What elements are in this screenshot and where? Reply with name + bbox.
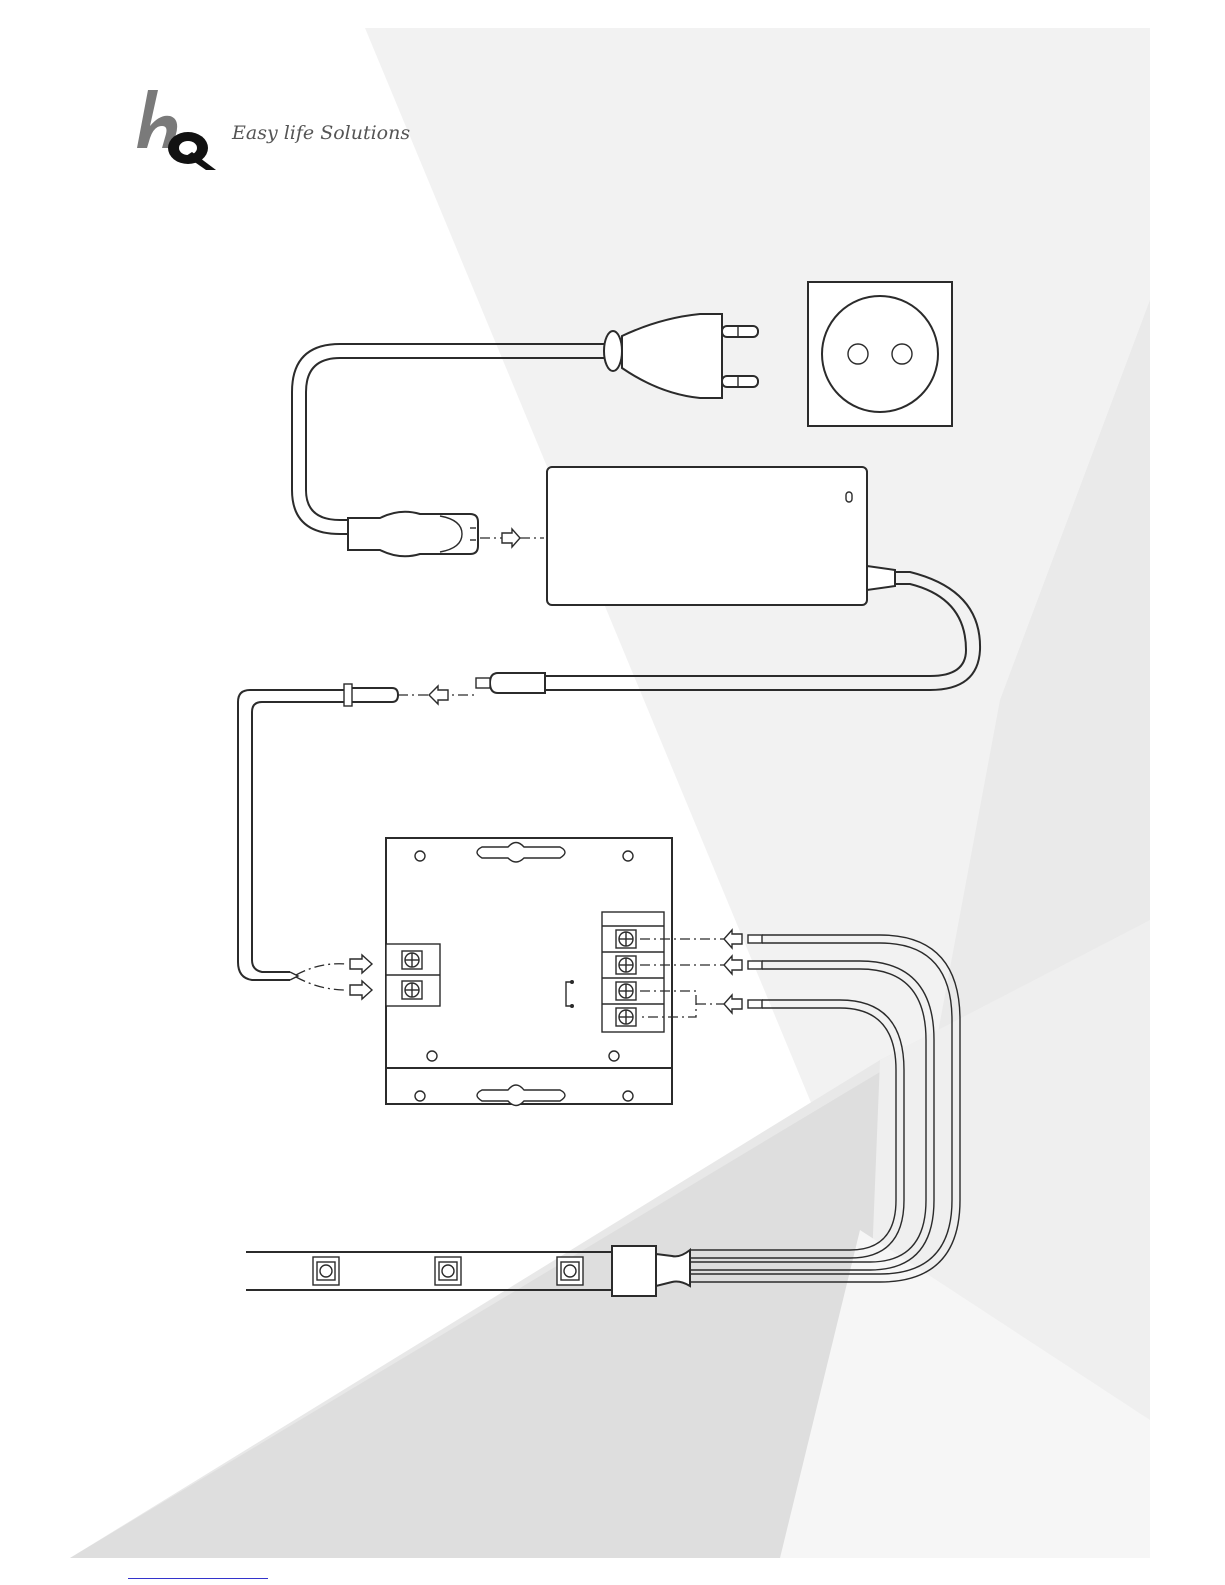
power-adapter-icon (547, 467, 895, 605)
input-wire-arrows-icon (296, 955, 372, 999)
iec-insert-arrow-icon (480, 529, 544, 547)
led-chip-icon (313, 1257, 339, 1285)
dc-jack-icon (344, 684, 398, 706)
dc-plug-icon (476, 673, 545, 693)
wall-socket-icon (808, 282, 952, 426)
output-terminal-block-icon (602, 912, 664, 1032)
controller-input-cable (238, 690, 344, 980)
iec-connector-icon (348, 512, 478, 557)
footer-link-underline (128, 1578, 268, 1579)
led-chip-icon (435, 1257, 461, 1285)
led-strip-icon (246, 1246, 690, 1296)
led-chip-icon (557, 1257, 583, 1285)
input-terminal-block-icon (386, 944, 440, 1006)
led-strip-wires (690, 935, 960, 1282)
dc-insert-arrow-icon (398, 686, 474, 704)
eu-plug-icon (604, 314, 758, 398)
